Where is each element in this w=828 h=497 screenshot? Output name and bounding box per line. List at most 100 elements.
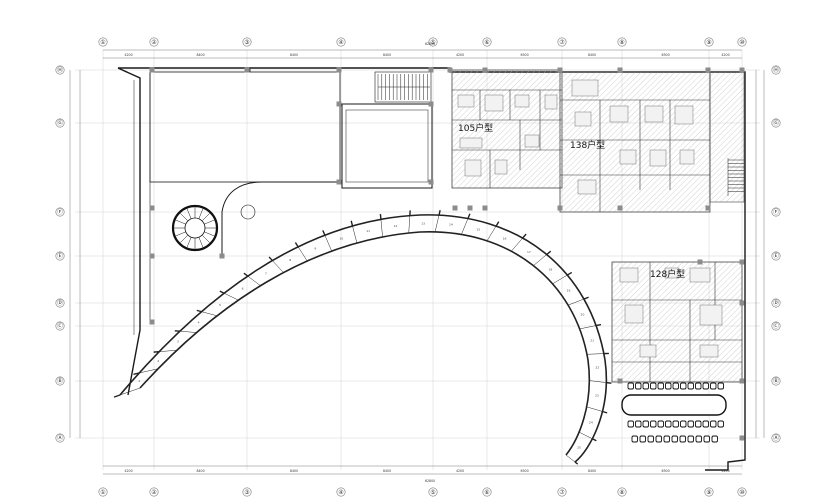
dim-text-top: 8400 xyxy=(383,53,391,57)
axis-bubble-top: ⑥ xyxy=(482,37,492,47)
structural-columns xyxy=(149,67,745,441)
axis-bubble-right: Ⓔ xyxy=(771,251,781,261)
corridor-bay-number: 25 xyxy=(577,446,581,450)
svg-text:⑨: ⑨ xyxy=(706,39,711,46)
corridor-bay-number: 9 xyxy=(314,246,316,250)
corridor-bay-number: 12 xyxy=(394,224,398,228)
axis-bubble-top: ⑨ xyxy=(704,37,714,47)
corridor-bay-number: 18 xyxy=(549,267,553,271)
unit-label-138: 138户型 xyxy=(570,139,605,151)
corridor-bay-number: 5 xyxy=(219,303,221,307)
corridor-bay-number: 11 xyxy=(366,229,370,233)
svg-text:⑦: ⑦ xyxy=(559,39,565,46)
dim-total-bottom: 62800 xyxy=(425,479,435,483)
svg-text:Ⓑ: Ⓑ xyxy=(773,377,779,385)
axis-bubble-left: Ⓕ xyxy=(55,207,65,217)
svg-text:Ⓕ: Ⓕ xyxy=(57,208,63,216)
unit-label-128: 128户型 xyxy=(650,268,685,280)
svg-text:Ⓕ: Ⓕ xyxy=(773,208,779,216)
svg-text:Ⓔ: Ⓔ xyxy=(773,252,779,260)
axis-bubble-left: Ⓗ xyxy=(55,65,65,75)
axis-bubble-right: Ⓖ xyxy=(771,118,781,128)
axis-bubble-bottom: ⑨ xyxy=(704,487,714,497)
svg-text:Ⓖ: Ⓖ xyxy=(57,119,63,127)
svg-text:②: ② xyxy=(151,39,157,46)
svg-text:Ⓔ: Ⓔ xyxy=(57,252,63,260)
svg-text:②: ② xyxy=(151,489,157,496)
dim-text-bottom: 6300 xyxy=(662,469,670,473)
axis-bubble-left: Ⓖ xyxy=(55,118,65,128)
svg-text:Ⓗ: Ⓗ xyxy=(57,66,63,74)
corridor-bay-number: 2 xyxy=(157,359,159,363)
svg-text:Ⓓ: Ⓓ xyxy=(773,299,779,307)
corridor-bay-number: 16 xyxy=(503,237,507,241)
dim-text-top: 4200 xyxy=(722,53,730,57)
corridor-bay-number: 23 xyxy=(595,393,599,397)
svg-text:④: ④ xyxy=(338,39,343,46)
svg-text:Ⓐ: Ⓐ xyxy=(57,434,63,442)
dimension-lines xyxy=(69,49,765,475)
dim-text-top: 8400 xyxy=(290,53,298,57)
corridor-bay-number: 10 xyxy=(339,237,343,241)
svg-text:①: ① xyxy=(100,39,105,46)
svg-text:⑦: ⑦ xyxy=(559,489,565,496)
axis-bubble-top: ⑤ xyxy=(428,37,438,47)
dim-text-bottom: 6300 xyxy=(521,469,529,473)
axis-bubble-bottom: ② xyxy=(149,487,159,497)
axis-bubble-left: Ⓓ xyxy=(55,298,65,308)
corridor-bay-number: 17 xyxy=(527,250,531,254)
svg-text:⑤: ⑤ xyxy=(430,489,435,496)
axis-bubble-bottom: ⑩ xyxy=(737,487,747,497)
axis-bubble-top: ② xyxy=(149,37,159,47)
dim-text-bottom: 8400 xyxy=(588,469,596,473)
axis-bubbles-top: ① ② ③ ④ ⑤ ⑥ ⑦ ⑧ ⑨ ⑩ xyxy=(98,37,747,47)
dim-text-bottom: 4200 xyxy=(722,469,730,473)
dim-text-top: 6300 xyxy=(521,53,529,57)
corridor-bay-number: 14 xyxy=(449,223,453,227)
corridor-bay-number: 22 xyxy=(595,366,599,370)
dim-text-top: 4200 xyxy=(456,53,464,57)
axis-bubble-right: Ⓓ xyxy=(771,298,781,308)
dim-text-top: 6300 xyxy=(662,53,670,57)
axis-bubble-bottom: ⑧ xyxy=(617,487,627,497)
corridor-bay-number: 3 xyxy=(177,339,179,343)
axis-bubble-top: ⑧ xyxy=(617,37,627,47)
dim-text-bottom: 8400 xyxy=(383,469,391,473)
axis-bubble-top: ⑩ xyxy=(737,37,747,47)
svg-text:⑥: ⑥ xyxy=(484,489,489,496)
furniture-blocks xyxy=(457,79,723,358)
corridor-bay-number: 20 xyxy=(581,312,585,316)
svg-text:③: ③ xyxy=(244,39,249,46)
axis-bubble-top: ① xyxy=(98,37,108,47)
axis-bubble-right: Ⓐ xyxy=(771,433,781,443)
svg-text:①: ① xyxy=(100,489,105,496)
svg-text:Ⓑ: Ⓑ xyxy=(57,377,63,385)
corridor-bay-number: 1 xyxy=(138,379,140,383)
dim-text-bottom: 4200 xyxy=(456,469,464,473)
dim-total-top: 62800 xyxy=(425,42,435,46)
corridor-bay-number: 24 xyxy=(589,421,593,425)
axis-bubble-right: Ⓕ xyxy=(771,207,781,217)
svg-text:⑨: ⑨ xyxy=(706,489,711,496)
svg-text:④: ④ xyxy=(338,489,343,496)
stair-treads-top xyxy=(377,74,430,100)
axis-bubble-bottom: ⑦ xyxy=(557,487,567,497)
svg-text:③: ③ xyxy=(244,489,249,496)
dim-text-bottom: 8400 xyxy=(197,469,205,473)
axis-bubble-bottom: ④ xyxy=(336,487,346,497)
axis-bubbles-bottom: ① ② ③ ④ ⑤ ⑥ ⑦ ⑧ ⑨ ⑩ xyxy=(98,487,747,497)
axis-bubble-left: Ⓐ xyxy=(55,433,65,443)
axis-bubble-top: ③ xyxy=(242,37,252,47)
svg-text:⑩: ⑩ xyxy=(739,489,744,496)
axis-bubble-left: Ⓒ xyxy=(55,321,65,331)
axis-bubble-top: ⑦ xyxy=(557,37,567,47)
curved-corridor xyxy=(113,210,612,465)
svg-text:⑧: ⑧ xyxy=(619,489,624,496)
corridor-bay-number: 15 xyxy=(476,227,480,231)
axis-bubble-right: Ⓑ xyxy=(771,376,781,386)
conference-table xyxy=(621,382,727,443)
axis-bubble-left: Ⓔ xyxy=(55,251,65,261)
axis-bubble-bottom: ⑥ xyxy=(482,487,492,497)
